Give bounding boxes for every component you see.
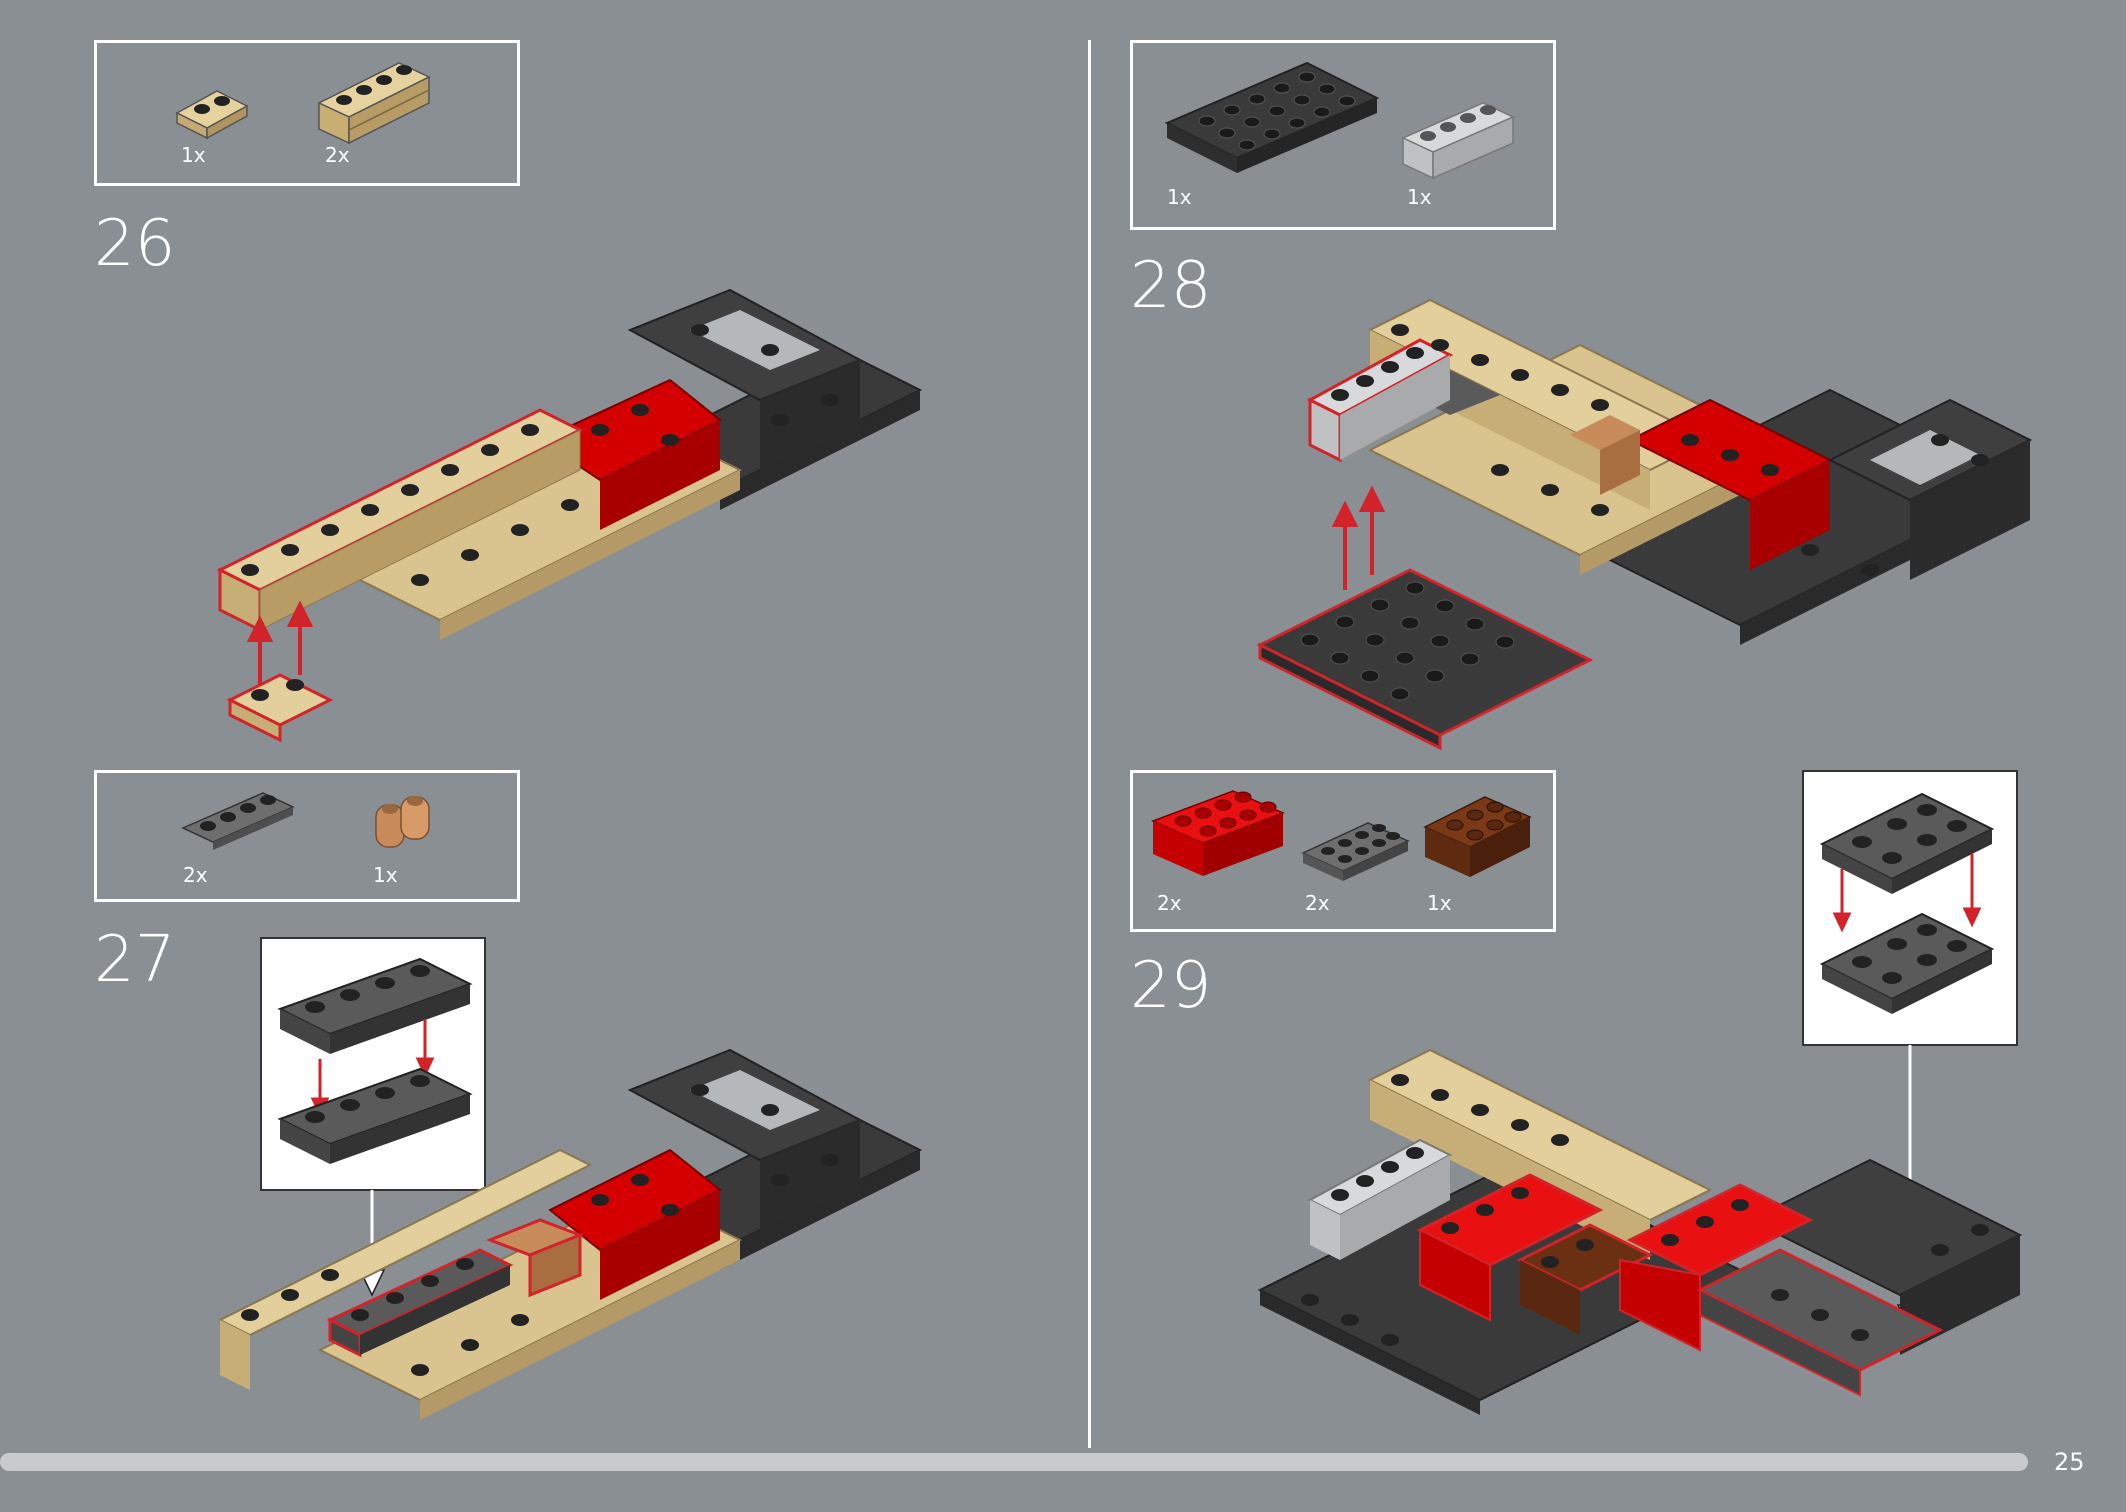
qty-label: 1x	[1167, 185, 1192, 209]
qty-label: 1x	[1407, 185, 1432, 209]
step-number-28: 28	[1130, 249, 1212, 323]
qty-label: 2x	[183, 863, 208, 887]
dark-gray-plate-1x4-icon	[181, 792, 295, 850]
sub-assembly-plates-icon	[277, 957, 473, 1164]
qty-label: 2x	[1157, 891, 1182, 915]
parts-list-step-29: 2x 2x 1x	[1130, 770, 1556, 932]
step-number-27: 27	[94, 923, 176, 997]
step-26-model	[216, 288, 923, 743]
page-divider	[1088, 40, 1091, 1448]
parts-list-step-26: 1x 2x	[94, 40, 520, 186]
parts-list-step-28: 1x 1x	[1130, 40, 1556, 230]
step-29-model	[1257, 1048, 2023, 1415]
qty-label: 2x	[1305, 891, 1330, 915]
dark-gray-plate-4x6-icon	[1164, 61, 1380, 173]
tan-masonry-brick-1x4-icon	[317, 62, 431, 145]
red-brick-2x4-icon	[1151, 790, 1285, 876]
step-number-29: 29	[1130, 949, 1212, 1023]
brown-brick-2x3-icon	[1423, 796, 1532, 877]
page-number: 25	[2054, 1448, 2085, 1476]
dark-gray-plate-2x4-icon	[1301, 822, 1410, 881]
parts-list-step-27: 2x 1x	[94, 770, 520, 902]
sub-assembly-plates-icon	[1819, 792, 1995, 1014]
step-number-26: 26	[94, 207, 176, 281]
nougat-round-brick-1x2-icon	[375, 796, 430, 848]
step-28-model	[1256, 298, 2033, 751]
sub-assembly-callout-27	[260, 937, 486, 1191]
qty-label: 1x	[1427, 891, 1452, 915]
sub-assembly-callout-29	[1802, 770, 2018, 1046]
progress-bar	[0, 1453, 2028, 1471]
tan-plate-1x2-icon	[175, 90, 249, 140]
step-27-model	[217, 1048, 923, 1420]
qty-label: 2x	[325, 143, 350, 167]
qty-label: 1x	[373, 863, 398, 887]
qty-label: 1x	[181, 143, 206, 167]
light-gray-brick-1x4-icon	[1401, 102, 1515, 180]
